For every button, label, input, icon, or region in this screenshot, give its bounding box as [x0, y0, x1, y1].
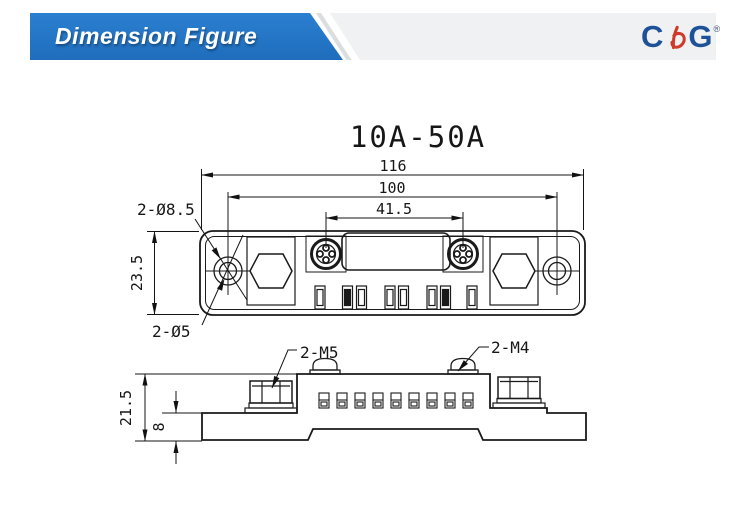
label-terminal-bolts: 2-M5: [300, 343, 339, 362]
drawing-title: 10A-50A: [350, 120, 486, 154]
header-gray-band: [330, 13, 716, 60]
side-bolt-left: [244, 380, 298, 414]
side-view-profile: [201, 373, 587, 441]
side-view: [201, 357, 587, 441]
dim-23_5-text: 23.5: [128, 255, 146, 291]
registered-mark: ®: [713, 24, 721, 34]
leader-m5: [271, 349, 297, 389]
dim-21_5-text: 21.5: [117, 390, 135, 426]
cap-screw-right: [447, 357, 479, 375]
dim-41_5-text: 41.5: [376, 200, 412, 218]
leader-m4: [457, 346, 489, 372]
dim-8: [162, 391, 202, 464]
dim-21_5: [135, 373, 300, 442]
mount-hole-left: [206, 192, 250, 295]
top-vent-slots: [314, 285, 478, 310]
label-small-holes: 2-Ø5: [152, 322, 191, 341]
brand-logo: C G ®: [641, 17, 720, 57]
label-mount-holes: 2-Ø8.5: [137, 200, 195, 219]
side-bolt-right: [492, 376, 546, 409]
dim-100-text: 100: [378, 179, 405, 197]
top-view: [199, 192, 586, 316]
dim-23_5: [147, 231, 199, 315]
label-fixing-screws: 2-M4: [491, 338, 530, 357]
cap-screw-left: [309, 357, 341, 375]
top-view-dimensions: [147, 169, 584, 326]
logo-letter-g: G: [688, 19, 713, 54]
hex-bolt-right: [489, 236, 539, 306]
header-banner: Dimension Figure: [30, 13, 343, 60]
dim-116-text: 116: [379, 157, 406, 175]
logo-no-icon: [670, 25, 687, 50]
page-title: Dimension Figure: [55, 23, 258, 49]
leader-phi5: [201, 234, 244, 326]
dim-41_5: [325, 212, 464, 248]
label-window: [341, 232, 451, 271]
logo-letter-c: C: [641, 19, 664, 54]
mount-hole-right: [535, 192, 579, 295]
dim-8-text: 8: [150, 422, 168, 431]
dim-116: [201, 169, 584, 230]
side-vent-slots: [318, 392, 474, 409]
side-view-dimensions: [135, 346, 489, 464]
hex-bolt-left: [246, 236, 296, 306]
leader-phi8_5: [194, 218, 248, 301]
